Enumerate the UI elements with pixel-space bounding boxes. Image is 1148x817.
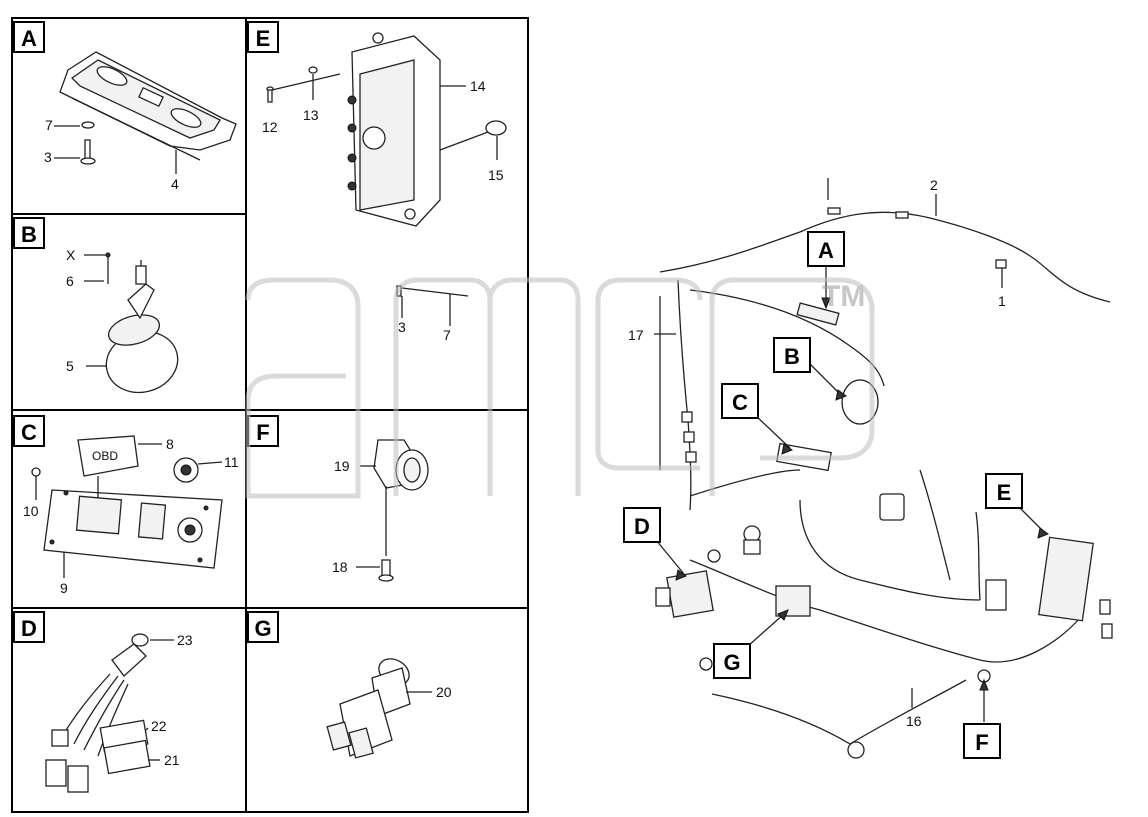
panel-d-label-box [13, 611, 45, 643]
callout-e-15: 15 [488, 167, 504, 183]
locator-c-box [721, 383, 759, 419]
callout-c-8: 8 [166, 436, 174, 452]
watermark: TM [245, 277, 875, 499]
locator-c: C [732, 390, 748, 415]
switch-harness-drawing [45, 633, 174, 793]
panel-e-letter: E [256, 26, 271, 51]
callout-e-3: 3 [398, 319, 406, 335]
locator-d: D [634, 514, 650, 539]
panel-b: B X 6 5 [13, 217, 179, 394]
callout-f-18: 18 [332, 559, 348, 575]
panel-g-label-box [247, 611, 279, 643]
locator-a: A [818, 238, 834, 263]
callout-a-3: 3 [44, 149, 52, 165]
callout-b-5: 5 [66, 358, 74, 374]
locator-e: E [997, 480, 1012, 505]
locator-e-box [985, 473, 1023, 509]
callout-b-x: X [66, 247, 76, 263]
overview-locators: A B C D E F G [623, 231, 1023, 759]
callout-e-7: 7 [443, 327, 451, 343]
locator-g-box [713, 643, 751, 679]
panel-b-letter: B [21, 222, 37, 247]
panel-d-letter: D [21, 616, 37, 641]
callout-d-23: 23 [177, 632, 193, 648]
panel-d: D 23 22 21 [13, 611, 193, 793]
callout-e-12: 12 [262, 119, 278, 135]
callout-c-11: 11 [224, 454, 239, 470]
locator-f: F [975, 730, 988, 755]
bolt-x-6-drawing [84, 252, 111, 284]
dome-light-drawing [59, 51, 237, 161]
callout-e-13: 13 [303, 107, 319, 123]
indicator-11-drawing [173, 457, 223, 483]
panel-c-label-box [13, 415, 45, 447]
screw-3e-drawing [396, 285, 469, 326]
washer-7-drawing [54, 121, 95, 129]
callout-e-14: 14 [470, 78, 486, 94]
panel-a: A 7 3 4 [13, 21, 237, 192]
callout-overview-17: 17 [628, 327, 644, 343]
panel-a-letter: A [21, 26, 37, 51]
plug-15-drawing [439, 120, 507, 160]
locator-b-box [773, 337, 811, 373]
callout-overview-16: 16 [906, 713, 922, 729]
callout-c-9: 9 [60, 580, 68, 596]
obd-panel-drawing [43, 489, 223, 569]
screw-3-drawing [54, 139, 96, 165]
callout-g-20: 20 [436, 684, 452, 700]
locator-d-box [623, 507, 661, 543]
panel-e: E [247, 21, 507, 343]
control-module-drawing [347, 32, 441, 227]
callout-d-21: 21 [164, 752, 180, 768]
callout-overview-2: 2 [930, 177, 938, 193]
panel-e-label-box [247, 21, 279, 53]
panel-c: C OBD 8 11 10 9 [13, 415, 239, 596]
locator-g: G [723, 650, 740, 675]
panel-c-letter: C [21, 420, 37, 445]
washer-13-drawing [308, 66, 318, 100]
callout-d-22: 22 [151, 718, 167, 734]
panel-f-letter: F [256, 420, 269, 445]
overview-callouts: 2 1 17 16 [628, 177, 1006, 729]
callout-c-10: 10 [23, 503, 39, 519]
screw-10-drawing [31, 467, 41, 500]
locator-a-box [807, 231, 845, 267]
overview-leaders [655, 266, 1050, 722]
obd-connector-drawing [77, 435, 139, 498]
callout-f-19: 19 [334, 458, 350, 474]
connector-20-drawing [326, 658, 432, 759]
harness-overview [654, 178, 1113, 759]
horn-drawing [86, 260, 179, 394]
panel-g: G 20 [247, 611, 452, 759]
callout-a-4: 4 [171, 176, 179, 192]
callout-b-6: 6 [66, 273, 74, 289]
panel-b-label-box [13, 217, 45, 249]
locator-f-box [963, 723, 1001, 759]
watermark-tm: TM [822, 280, 865, 313]
bolt-18-drawing [356, 486, 394, 582]
screw-12-drawing [266, 73, 341, 103]
locator-b: B [784, 344, 800, 369]
panel-g-letter: G [254, 616, 271, 641]
obd-label: OBD [92, 449, 118, 463]
callout-overview-1: 1 [998, 293, 1006, 309]
panel-a-label-box [13, 21, 45, 53]
callout-a-7: 7 [45, 117, 53, 133]
